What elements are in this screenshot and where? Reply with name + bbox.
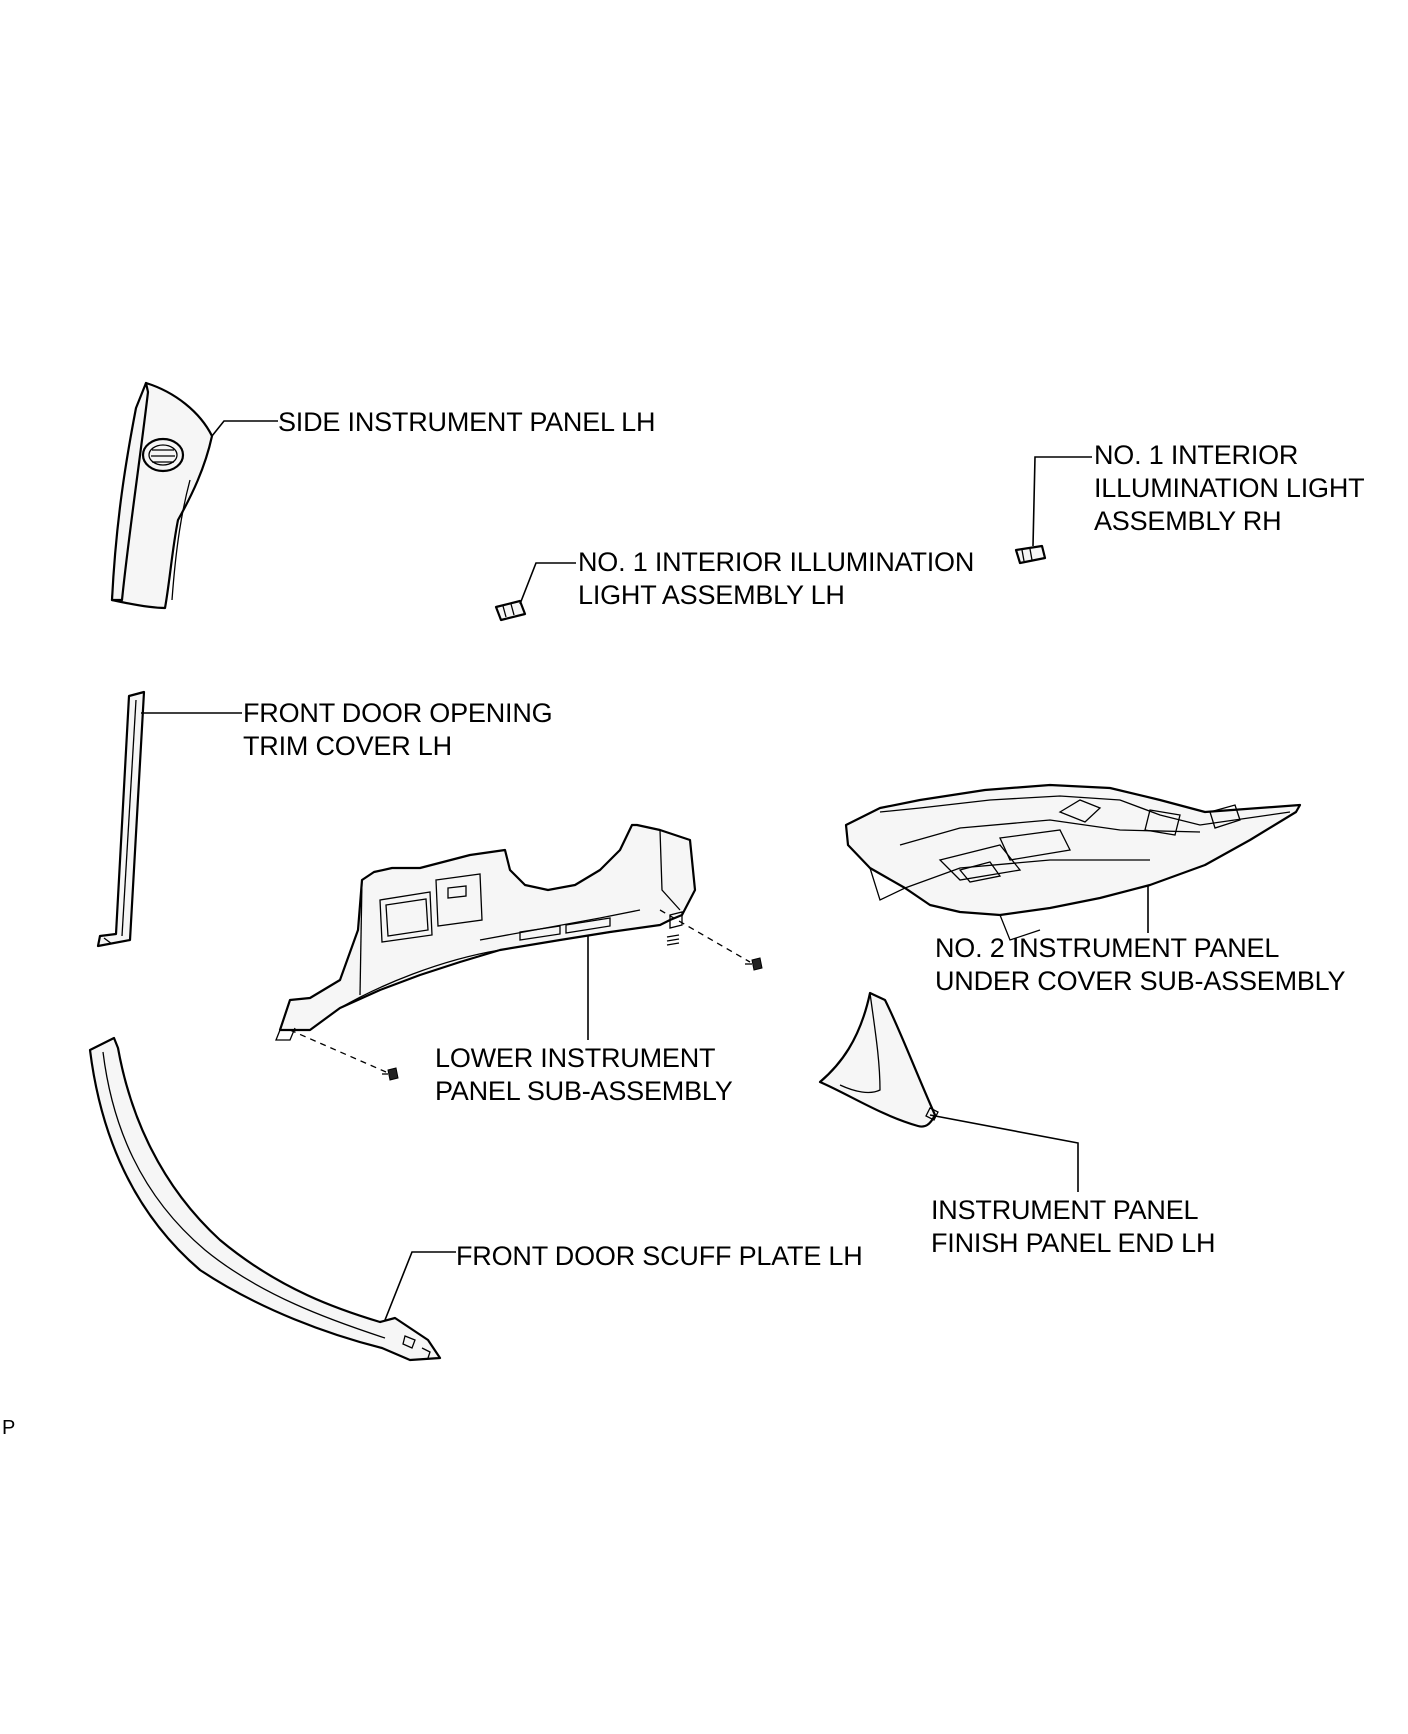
illumination-light-lh-part [494, 599, 527, 622]
label-line: LIGHT ASSEMBLY LH [578, 580, 845, 610]
label-side-instrument-panel-lh: SIDE INSTRUMENT PANEL LH [278, 406, 655, 439]
label-line: SIDE INSTRUMENT PANEL LH [278, 407, 656, 437]
front-door-opening-trim-cover-part [96, 690, 146, 948]
side-instrument-panel-leader [211, 420, 278, 437]
label-line: ILLUMINATION LIGHT [1094, 473, 1365, 503]
label-line: NO. 1 INTERIOR ILLUMINATION [578, 547, 975, 577]
screw-left [382, 1067, 399, 1081]
label-line: ASSEMBLY RH [1094, 506, 1282, 536]
label-line: NO. 2 INSTRUMENT PANEL [935, 933, 1280, 963]
label-line: FRONT DOOR OPENING [243, 698, 553, 728]
label-line: NO. 1 INTERIOR [1094, 440, 1299, 470]
label-line: UNDER COVER SUB-ASSEMBLY [935, 966, 1346, 996]
label-finish-panel-end-lh: INSTRUMENT PANEL FINISH PANEL END LH [931, 1194, 1215, 1260]
screw-left-dash [289, 1029, 387, 1073]
screw-right [745, 957, 763, 971]
illumination-light-rh-part [1014, 544, 1047, 565]
label-line: LOWER INSTRUMENT [435, 1043, 716, 1073]
front-door-scuff-plate-leader [384, 1251, 456, 1321]
label-lower-instrument-panel: LOWER INSTRUMENT PANEL SUB-ASSEMBLY [435, 1042, 733, 1108]
illumination-light-lh-leader [519, 562, 576, 605]
lower-instrument-panel-part [275, 823, 697, 1041]
finish-panel-end-lh-part [818, 991, 939, 1128]
label-line: PANEL SUB-ASSEMBLY [435, 1076, 733, 1106]
label-front-door-opening-trim-cover-lh: FRONT DOOR OPENING TRIM COVER LH [243, 697, 553, 763]
label-line: FINISH PANEL END LH [931, 1228, 1216, 1258]
label-illumination-light-lh: NO. 1 INTERIOR ILLUMINATION LIGHT ASSEMB… [578, 546, 974, 612]
side-instrument-panel-lh-part [110, 381, 214, 610]
front-door-scuff-plate-part [88, 1036, 442, 1362]
no2-instrument-panel-under-cover-part [844, 783, 1302, 941]
figure-code: P [2, 1417, 16, 1439]
label-front-door-scuff-plate-lh: FRONT DOOR SCUFF PLATE LH [456, 1240, 863, 1273]
label-line: TRIM COVER LH [243, 731, 452, 761]
label-no2-instrument-panel-under-cover: NO. 2 INSTRUMENT PANEL UNDER COVER SUB-A… [935, 932, 1345, 998]
label-illumination-light-rh: NO. 1 INTERIOR ILLUMINATION LIGHT ASSEMB… [1094, 439, 1365, 538]
finish-panel-end-leader [929, 1114, 1079, 1192]
label-line: INSTRUMENT PANEL [931, 1195, 1199, 1225]
label-line: FRONT DOOR SCUFF PLATE LH [456, 1241, 863, 1271]
illumination-light-rh-leader [1032, 456, 1092, 547]
